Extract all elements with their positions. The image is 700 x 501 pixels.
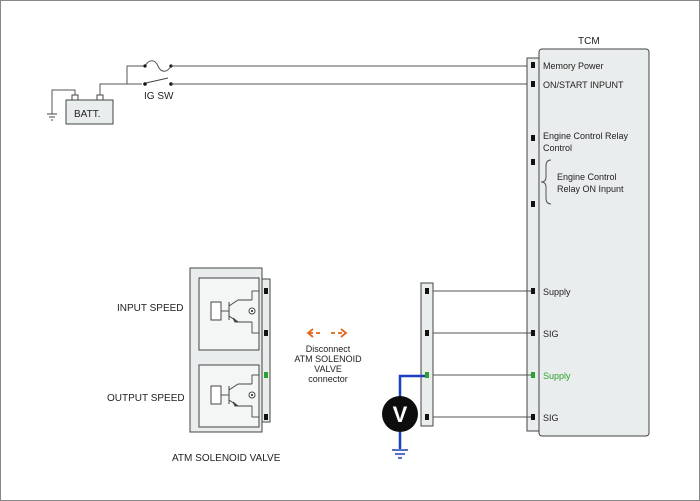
- solenoid-connector-strip: [261, 278, 271, 423]
- tcm-pin-sig-2: SIG: [543, 413, 559, 423]
- middle-connector: [420, 282, 434, 427]
- tcm-box: [538, 48, 650, 437]
- arrow-left-icon: [306, 328, 323, 338]
- instruction-line-3: VALVE: [314, 364, 342, 374]
- tcm-pin-relay-on-2: Relay ON Inpunt: [557, 184, 624, 194]
- instruction-line-2: ATM SOLENOID: [294, 354, 362, 364]
- transistor-icon: [228, 299, 252, 323]
- tcm-title: TCM: [578, 36, 600, 47]
- tcm-pin-sig-1: SIG: [543, 329, 559, 339]
- battery: BATT.: [65, 94, 114, 125]
- switch-icon: [145, 77, 169, 84]
- input-speed-label: INPUT SPEED: [117, 303, 184, 314]
- ground-icon: [47, 113, 57, 121]
- tcm-pin-supply-1: Supply: [543, 287, 571, 297]
- instruction-line-4: connector: [308, 374, 348, 384]
- tcm-pin-on-start: ON/START INPUNT: [543, 80, 624, 90]
- meter-probe-wire: [398, 374, 425, 397]
- battery-body: [65, 99, 114, 125]
- fuse-icon: [144, 60, 172, 72]
- tcm-pin-relay-control-1: Engine Control Relay: [543, 131, 629, 141]
- battery-neg-wire: [51, 89, 76, 114]
- ig-switch-label: IG SW: [144, 91, 174, 102]
- voltmeter-icon: V: [382, 396, 418, 432]
- input-speed-sensor: [198, 277, 260, 351]
- tcm-pin-memory-power: Memory Power: [543, 61, 604, 71]
- output-speed-sensor: [198, 364, 260, 428]
- meter-ground-icon: [392, 449, 408, 459]
- solenoid-valve-label: ATM SOLENOID VALVE: [172, 453, 281, 464]
- battery-terminal-pos: [96, 94, 104, 101]
- battery-pos-wire: [99, 65, 145, 95]
- tcm-pin-supply-2: Supply: [543, 371, 571, 381]
- instruction-line-1: Disconnect: [306, 344, 351, 354]
- tcm-pin-relay-control-2: Control: [543, 143, 572, 153]
- battery-label: BATT.: [74, 109, 100, 120]
- brace-icon: [540, 159, 552, 205]
- voltmeter-symbol: V: [393, 402, 408, 427]
- battery-terminal-neg: [71, 94, 79, 101]
- transistor-icon: [228, 383, 252, 407]
- output-sensor-element: [210, 385, 222, 405]
- arrow-right-icon: [331, 328, 348, 338]
- tcm-pin-relay-on-1: Engine Control: [557, 172, 617, 182]
- input-sensor-element: [210, 301, 222, 321]
- output-speed-label: OUTPUT SPEED: [107, 393, 185, 404]
